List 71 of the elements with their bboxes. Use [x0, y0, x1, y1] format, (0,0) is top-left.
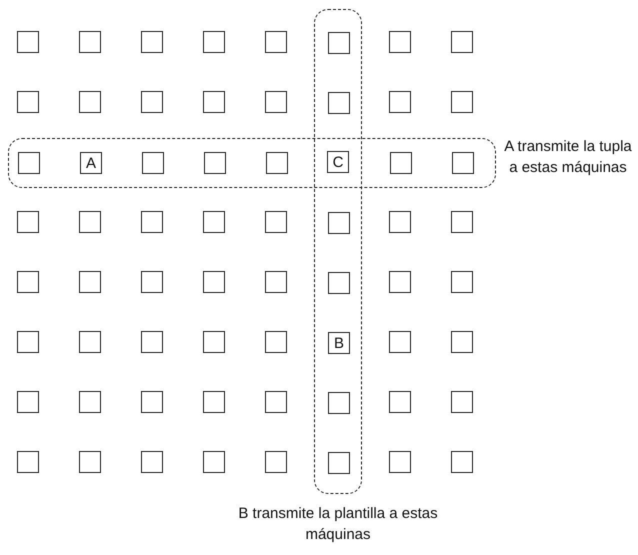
machine-square [79, 451, 101, 473]
machine-square [451, 391, 473, 413]
machine-square [328, 392, 350, 414]
machine-square [389, 331, 411, 353]
machine-square [141, 331, 163, 353]
machine-square [328, 212, 350, 234]
machine-square [390, 152, 412, 174]
machine-square [141, 31, 163, 53]
machine-square [17, 211, 39, 233]
machine-square [389, 211, 411, 233]
machine-square [79, 391, 101, 413]
dashed-group-outline [314, 9, 362, 494]
machine-square [17, 451, 39, 473]
machine-square [327, 151, 349, 173]
machine-square [451, 211, 473, 233]
machine-square [451, 271, 473, 293]
machine-square [265, 91, 287, 113]
machine-square [203, 451, 225, 473]
machine-square [141, 91, 163, 113]
machine-square [17, 31, 39, 53]
machine-square [203, 31, 225, 53]
machine-square [451, 331, 473, 353]
machine-square [389, 391, 411, 413]
machine-label: C [332, 154, 344, 170]
machine-square [389, 91, 411, 113]
machine-square [203, 391, 225, 413]
machine-square [265, 451, 287, 473]
machine-square [451, 91, 473, 113]
machine-square [79, 271, 101, 293]
machine-square [389, 451, 411, 473]
machine-square [265, 211, 287, 233]
machine-square [79, 91, 101, 113]
machine-square [80, 152, 102, 174]
machine-square [79, 211, 101, 233]
machine-square [328, 92, 350, 114]
machine-square [265, 31, 287, 53]
machine-square [265, 391, 287, 413]
machine-square [265, 331, 287, 353]
machine-square [18, 152, 40, 174]
dashed-group-outline [8, 138, 496, 188]
machine-square [141, 451, 163, 473]
machine-square [451, 31, 473, 53]
machine-square [141, 211, 163, 233]
machine-square [141, 271, 163, 293]
machine-square [17, 91, 39, 113]
machine-square [17, 331, 39, 353]
machine-square [141, 391, 163, 413]
machine-square [203, 211, 225, 233]
machine-square [265, 271, 287, 293]
machine-square [203, 331, 225, 353]
machine-label: B [334, 334, 344, 352]
machine-square [266, 152, 288, 174]
machine-square [452, 152, 474, 174]
machine-square [79, 331, 101, 353]
machine-square [17, 271, 39, 293]
group-caption: B transmite la plantilla a estas máquinas [237, 504, 439, 545]
machine-square [204, 152, 226, 174]
machine-square [328, 332, 350, 354]
machine-square [389, 31, 411, 53]
machine-square [328, 32, 350, 54]
machine-square [203, 271, 225, 293]
machine-square [17, 391, 39, 413]
machine-square [79, 31, 101, 53]
machine-square [451, 451, 473, 473]
machine-square [203, 91, 225, 113]
machine-square [389, 271, 411, 293]
machine-square [328, 452, 350, 474]
group-caption: A transmite la tupla a estas máquinas [503, 137, 633, 178]
machine-square [142, 152, 164, 174]
machine-label: A [86, 154, 96, 172]
machine-square [328, 272, 350, 294]
